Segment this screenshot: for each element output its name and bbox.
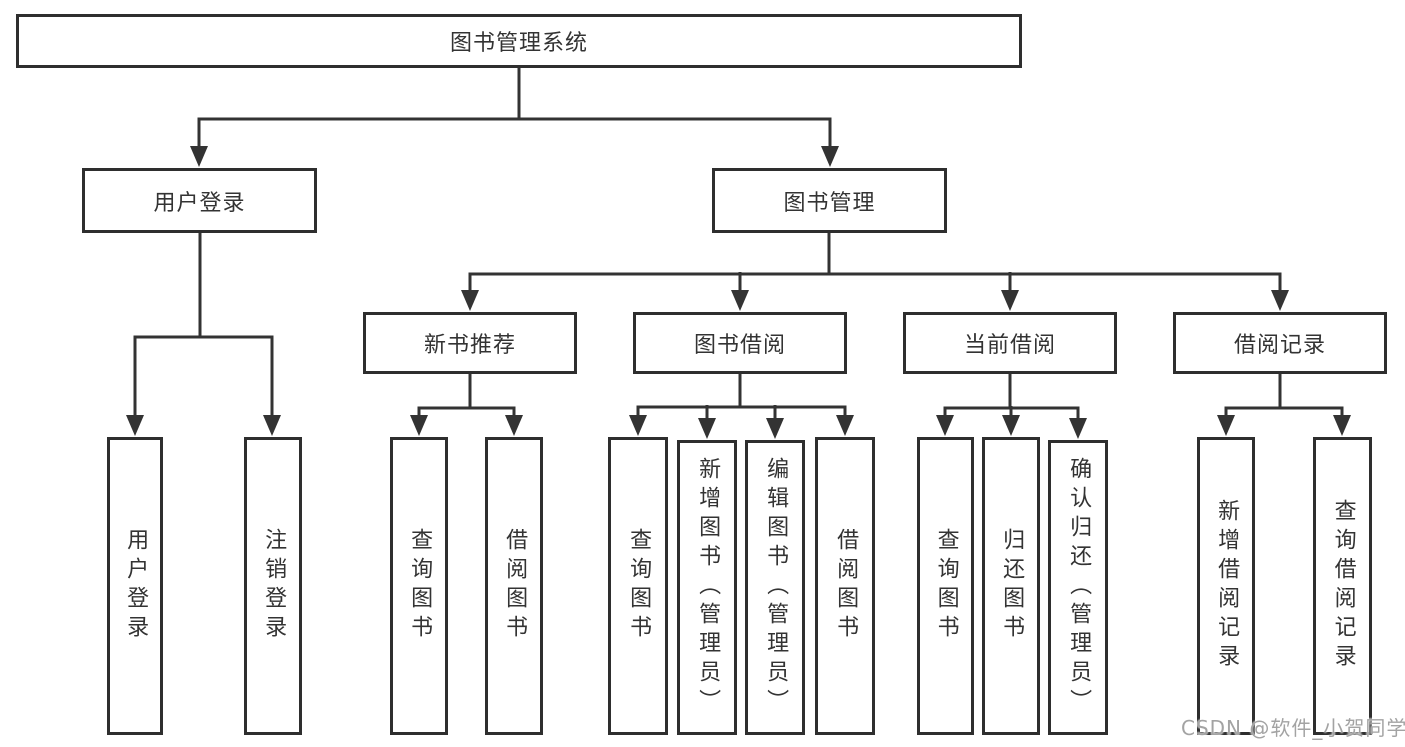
node-user-login: 用户登录 xyxy=(82,168,317,233)
leaf-query-books-2-label: 查询图书 xyxy=(626,528,652,644)
leaf-query-borrow-record-label: 查询借阅记录 xyxy=(1330,499,1356,673)
connector-borrow-record-children xyxy=(1217,374,1351,436)
leaf-logout-label: 注销登录 xyxy=(261,528,287,644)
connector-book-mgmt-children xyxy=(461,232,1289,311)
connector-user-login-children xyxy=(126,232,281,436)
leaf-user-login-label: 用户登录 xyxy=(123,528,149,644)
node-borrowing-records: 借阅记录 xyxy=(1173,312,1387,374)
leaf-confirm-return-admin-label: 确认归还（管理员） xyxy=(1066,457,1092,718)
leaf-add-books-admin: 新增图书（管理员） xyxy=(677,440,737,735)
leaf-logout: 注销登录 xyxy=(244,437,302,735)
leaf-query-books-1-label: 查询图书 xyxy=(407,528,433,644)
leaf-borrow-books-1: 借阅图书 xyxy=(485,437,543,735)
node-book-borrowing: 图书借阅 xyxy=(633,312,847,374)
leaf-borrow-books-1-label: 借阅图书 xyxy=(502,528,528,644)
leaf-user-login: 用户登录 xyxy=(107,437,163,735)
leaf-query-books-2: 查询图书 xyxy=(608,437,668,735)
leaf-query-books-3-label: 查询图书 xyxy=(933,528,959,644)
leaf-query-borrow-record: 查询借阅记录 xyxy=(1313,437,1372,735)
node-root-library-system: 图书管理系统 xyxy=(16,14,1022,68)
connector-root-to-level2 xyxy=(190,68,839,167)
leaf-borrow-books-2: 借阅图书 xyxy=(815,437,875,735)
leaf-add-borrow-record-label: 新增借阅记录 xyxy=(1214,499,1240,673)
leaf-edit-books-admin: 编辑图书（管理员） xyxy=(745,440,805,735)
csdn-watermark: CSDN @软件_小贺同学 xyxy=(1181,716,1405,740)
leaf-edit-books-admin-label: 编辑图书（管理员） xyxy=(763,457,789,718)
leaf-confirm-return-admin: 确认归还（管理员） xyxy=(1048,440,1108,735)
leaf-borrow-books-2-label: 借阅图书 xyxy=(833,528,859,644)
connector-book-borrow-children xyxy=(629,374,854,439)
leaf-return-books: 归还图书 xyxy=(982,437,1040,735)
leaf-query-books-1: 查询图书 xyxy=(390,437,448,735)
leaf-add-borrow-record: 新增借阅记录 xyxy=(1197,437,1255,735)
connector-new-book-children xyxy=(410,374,523,436)
node-book-management: 图书管理 xyxy=(712,168,947,233)
leaf-return-books-label: 归还图书 xyxy=(999,528,1025,644)
leaf-add-books-admin-label: 新增图书（管理员） xyxy=(695,457,721,718)
leaf-query-books-3: 查询图书 xyxy=(917,437,974,735)
node-new-book-recommend: 新书推荐 xyxy=(363,312,577,374)
connector-current-borrow-children xyxy=(936,374,1087,439)
node-current-borrowing: 当前借阅 xyxy=(903,312,1117,374)
